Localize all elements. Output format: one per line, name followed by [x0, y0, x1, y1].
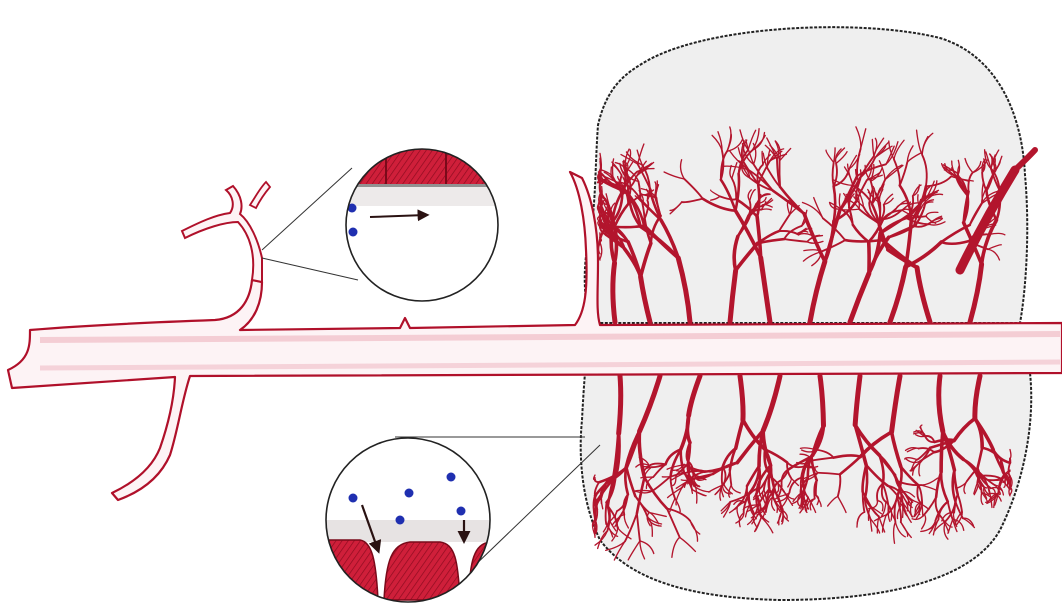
- endothelial-cell-layer: [325, 540, 378, 605]
- capillary-segment: [977, 468, 978, 483]
- endothelial-cell-layer: [340, 140, 510, 184]
- inset-leaky-vessel-wall: [325, 438, 495, 605]
- capillary-segment: [606, 226, 644, 227]
- particle: [349, 228, 358, 237]
- particle: [457, 507, 466, 516]
- particle: [396, 516, 405, 525]
- capillary-segment: [841, 209, 859, 210]
- capillary-segment: [779, 161, 780, 187]
- capillary-segment: [922, 504, 923, 517]
- inset-intact-vessel-wall: [340, 140, 510, 301]
- tumor-mass: [585, 27, 1028, 323]
- capillary-segment: [619, 376, 621, 434]
- capillary-segment: [1010, 476, 1011, 488]
- particle: [405, 489, 414, 498]
- capillary-segment: [600, 218, 601, 220]
- capillary-segment: [613, 263, 615, 322]
- particle: [349, 494, 358, 503]
- capillary-segment: [845, 240, 882, 241]
- capillary-segment: [606, 502, 607, 524]
- particle: [447, 473, 456, 482]
- capillary-segment: [941, 431, 943, 472]
